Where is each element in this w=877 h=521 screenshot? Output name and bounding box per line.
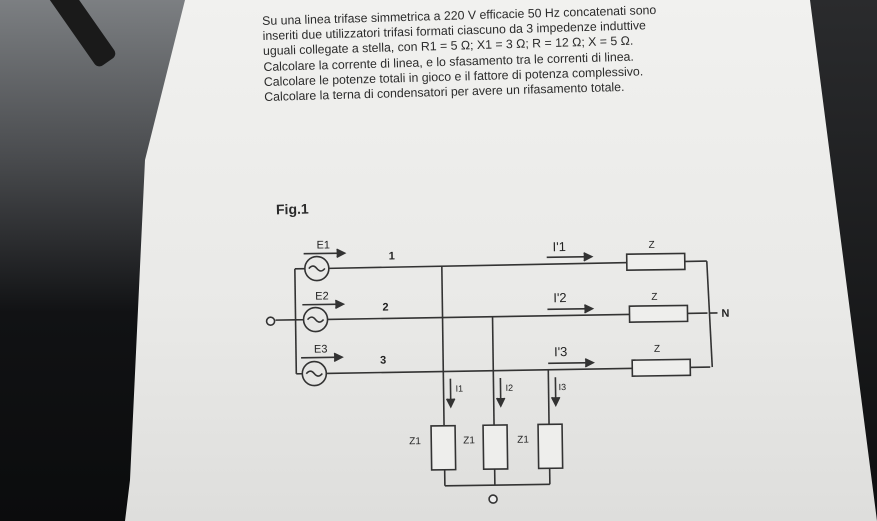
load-neutral-node — [488, 494, 498, 504]
label-z-3: Z — [654, 344, 660, 355]
label-z-1: Z — [648, 240, 654, 251]
label-z1-3: Z1 — [517, 435, 529, 446]
label-line-3: 3 — [380, 355, 386, 367]
impedance-z-1 — [625, 252, 686, 272]
label-z1-1: Z1 — [409, 436, 421, 447]
label-i-prime-2: I'2 — [553, 290, 567, 305]
label-i-prime-3: I'3 — [554, 344, 568, 359]
impedance-z1-3 — [537, 423, 564, 470]
label-i-prime-1: I'1 — [552, 239, 566, 254]
label-line-2: 2 — [382, 302, 388, 314]
impedance-z-3 — [631, 358, 692, 377]
label-e3: E3 — [314, 343, 328, 355]
label-i3: I3 — [558, 382, 566, 392]
label-neutral: N — [721, 308, 729, 320]
source-neutral-node — [265, 316, 276, 327]
label-z-2: Z — [651, 292, 657, 303]
label-e2: E2 — [315, 290, 329, 302]
label-e1: E1 — [316, 239, 330, 251]
label-i2: I2 — [505, 383, 513, 393]
impedance-z1-2 — [482, 424, 509, 471]
label-z1-2: Z1 — [463, 435, 475, 446]
impedance-z-2 — [628, 304, 689, 323]
label-line-1: 1 — [389, 250, 395, 262]
label-i1: I1 — [455, 384, 463, 394]
impedance-z1-1 — [430, 424, 457, 471]
